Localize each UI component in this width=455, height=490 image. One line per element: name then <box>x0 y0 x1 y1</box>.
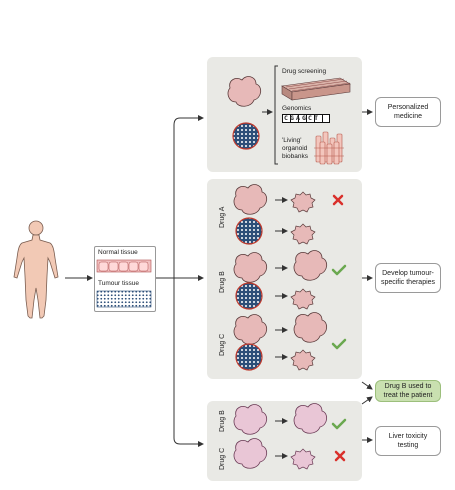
drug-c-label: Drug C <box>219 333 226 356</box>
normal-tissue-icon <box>96 259 152 273</box>
toxicity-drug-c-row <box>233 438 346 470</box>
liver-toxicity-box: Liver toxicity testing <box>375 426 441 456</box>
tumour-tissue-label: Tumour tissue <box>98 280 139 287</box>
liver-organoid-icon <box>233 404 268 435</box>
develop-therapies-text: Develop tumour-specific therapies <box>380 270 436 286</box>
organoid-icon <box>227 76 262 107</box>
normal-organoid-icon <box>233 314 268 345</box>
living-organoid-label-2: organoid <box>282 145 308 152</box>
healthy-organoid-icon <box>293 250 328 281</box>
arrow-to-drug-b-selected <box>361 381 373 390</box>
personalized-medicine-box: Personalized medicine <box>375 97 441 127</box>
biobank-tubes-icon <box>314 131 344 165</box>
genomics-label: Genomics <box>282 105 312 112</box>
shrunk-organoid-icon <box>290 349 316 371</box>
living-organoid-label-1: 'Living' <box>282 137 302 144</box>
drug-a-label: Drug A <box>219 206 226 228</box>
healthy-organoid-icon <box>293 312 328 343</box>
normal-organoid-icon <box>233 184 268 215</box>
bracket <box>274 65 278 165</box>
check-icon <box>331 264 347 276</box>
healthy-liver-organoid-icon <box>293 403 328 434</box>
toxicity-drug-c-label: Drug C <box>219 447 226 470</box>
develop-therapies-box: Develop tumour-specific therapies <box>375 263 441 293</box>
arrow-toxicity-to-selected <box>361 396 373 405</box>
genomics-sequence-icon <box>282 114 330 123</box>
normal-organoid-icon <box>233 252 268 283</box>
tumour-organoid-icon <box>235 343 263 371</box>
genomics-letters: CGAGCT <box>284 114 321 122</box>
shrunk-organoid-icon <box>290 223 316 245</box>
personalized-medicine-text: Personalized medicine <box>387 104 429 120</box>
human-figure-icon <box>13 220 59 319</box>
check-icon <box>331 338 347 350</box>
living-organoid-label-3: biobanks <box>282 153 309 160</box>
shrunk-organoid-icon <box>290 288 316 310</box>
drug-b-selected-box: Drug B used to treat the patient <box>375 380 441 402</box>
drug-screening-label: Drug screening <box>282 68 327 75</box>
drug-b-label: Drug B <box>219 271 226 293</box>
tumour-tissue-icon <box>96 290 152 308</box>
tissue-sample-box: Normal tissue Tumour tissue <box>94 246 156 312</box>
cross-icon <box>332 194 344 206</box>
drug-b-selected-text: Drug B used to treat the patient <box>383 383 433 399</box>
drug-b-row <box>233 250 347 310</box>
tumour-organoid-icon <box>235 217 263 245</box>
branch-arrow-bottom <box>173 437 204 447</box>
cross-icon <box>334 450 346 462</box>
shrunk-organoid-icon <box>290 191 316 213</box>
normal-tissue-label: Normal tissue <box>98 249 138 256</box>
drug-c-row <box>233 312 347 371</box>
check-icon <box>331 418 347 430</box>
liver-organoid-icon <box>233 438 268 469</box>
tumour-organoid-icon <box>235 282 263 310</box>
tumour-organoid-icon <box>232 122 260 150</box>
liver-toxicity-text: Liver toxicity testing <box>388 433 428 449</box>
drug-a-row <box>233 184 344 245</box>
toxicity-panel <box>207 401 362 481</box>
drug-screening-plate-icon <box>281 77 351 101</box>
toxicity-drug-b-row <box>233 403 347 435</box>
branch-arrow-top <box>173 115 204 126</box>
toxicity-drug-b-label: Drug B <box>219 410 226 432</box>
damaged-liver-organoid-icon <box>290 448 316 470</box>
